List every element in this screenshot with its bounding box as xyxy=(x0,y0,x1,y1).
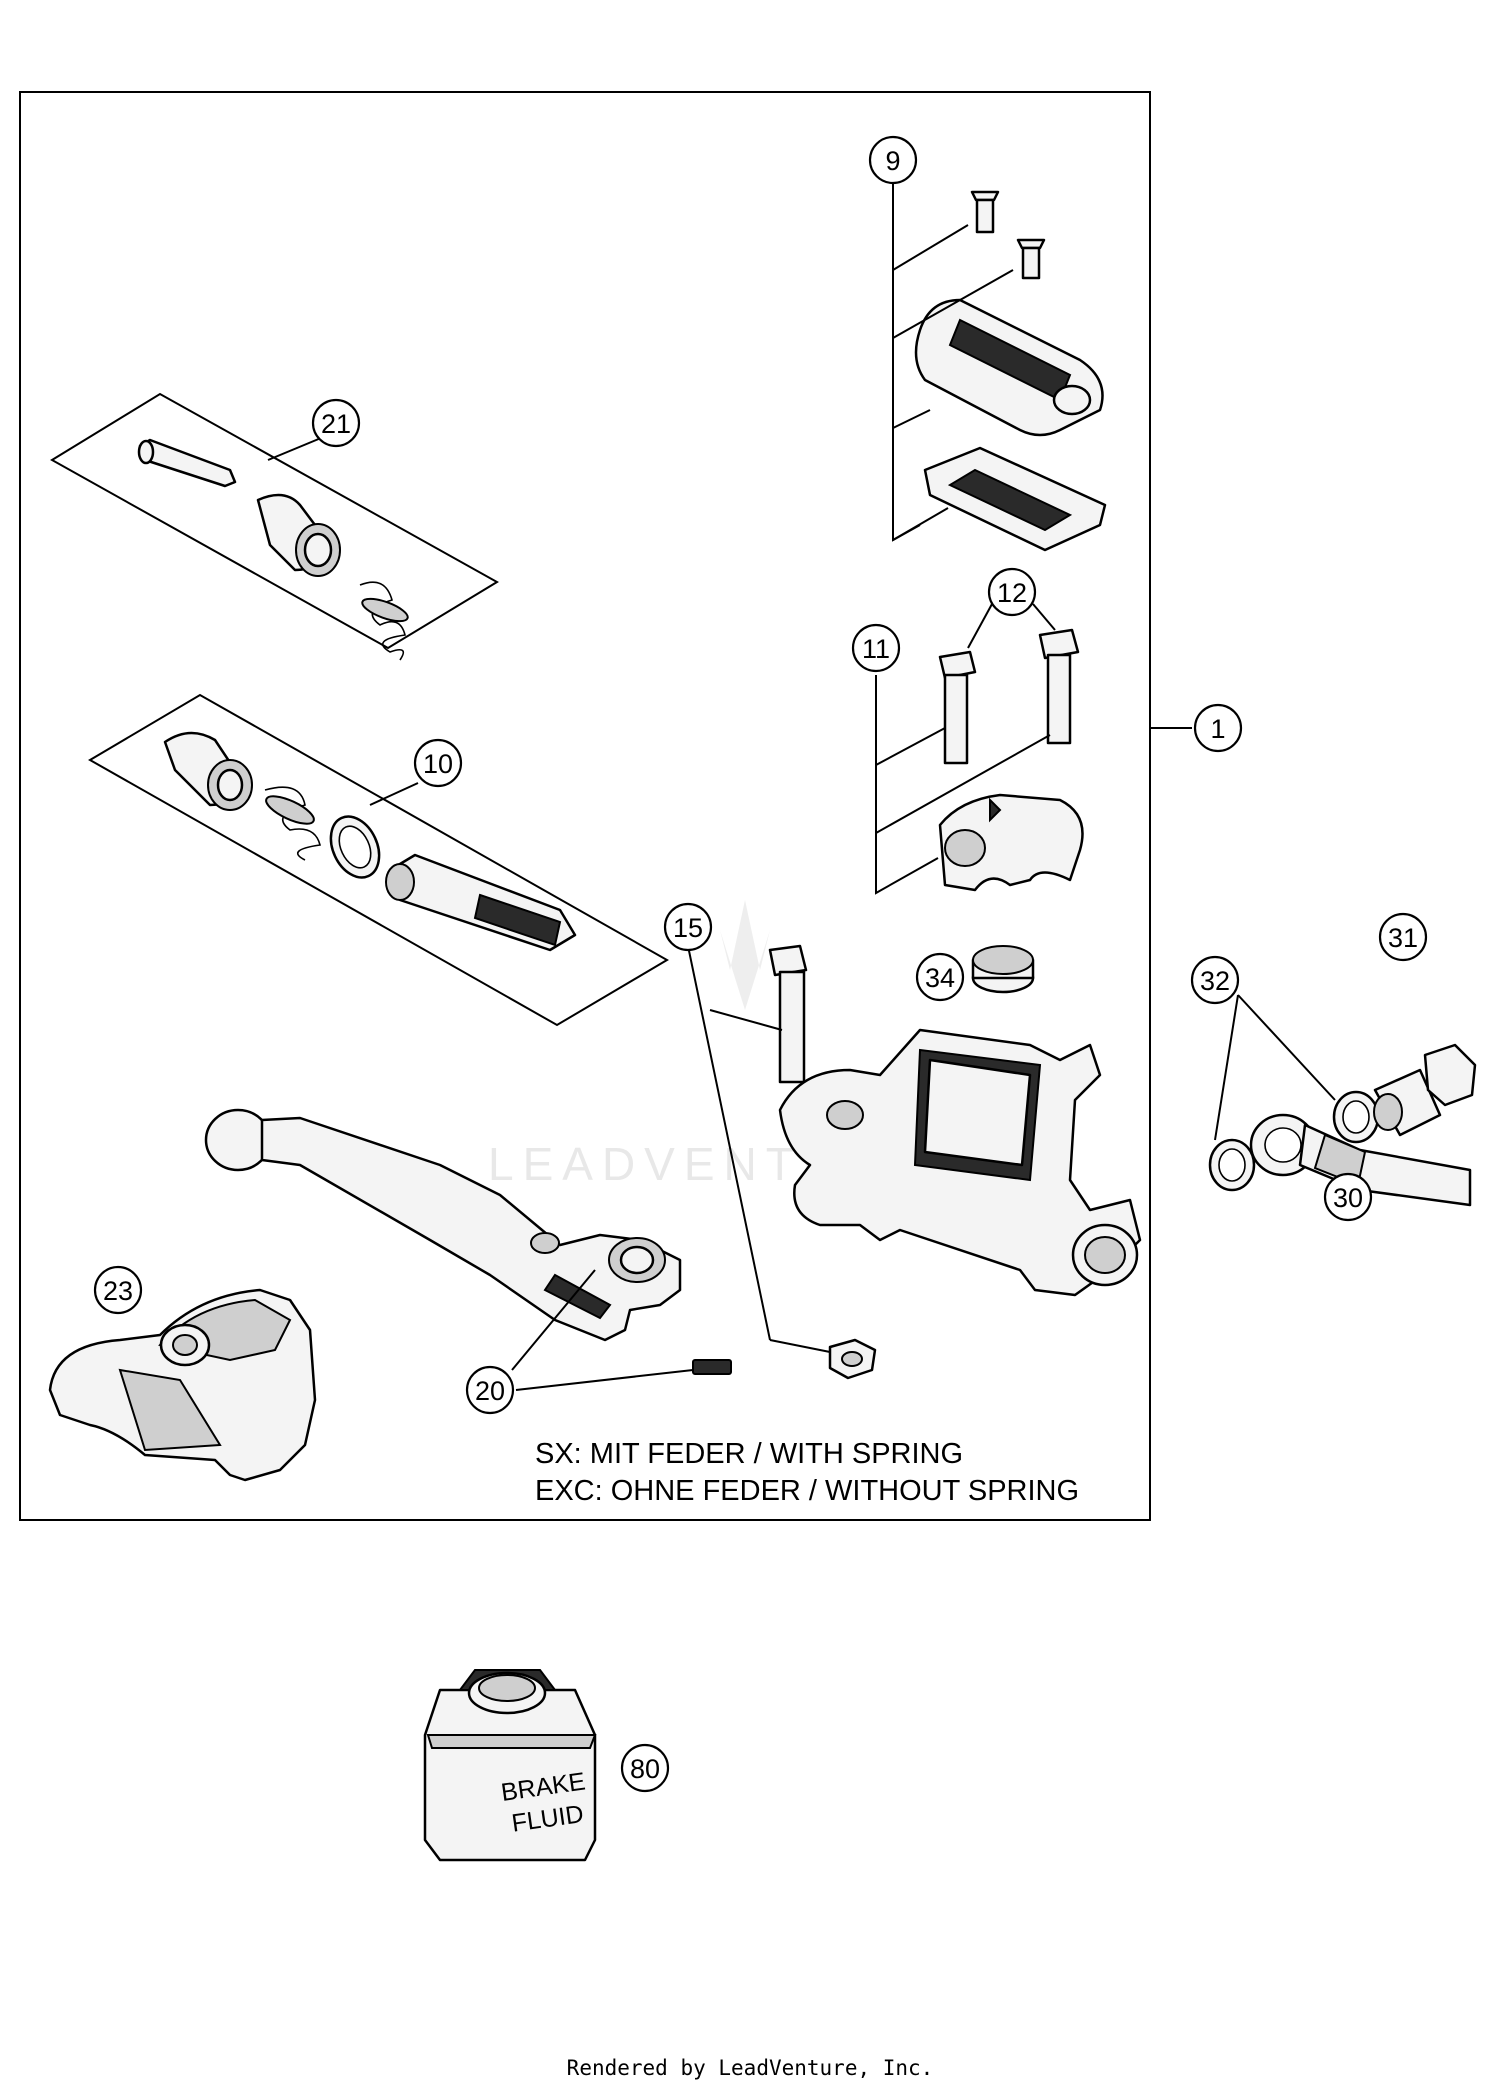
master-cylinder-cover-part xyxy=(48,1288,317,1482)
lever-spring-part xyxy=(692,1359,732,1375)
callout-21: 21 xyxy=(311,398,361,448)
callout-11: 11 xyxy=(851,623,901,673)
reservoir-membrane-part xyxy=(923,446,1107,552)
callout-32-label: 32 xyxy=(1200,966,1230,996)
callout-15: 15 xyxy=(663,902,713,952)
callout-20-label: 20 xyxy=(475,1376,505,1406)
callout-34-label: 34 xyxy=(925,963,955,993)
footer-credit: Rendered by LeadVenture, Inc. xyxy=(567,2056,934,2080)
banjo-washers-part xyxy=(1208,1090,1380,1192)
assembly-frame xyxy=(19,91,1151,1521)
bleed-plug-part xyxy=(971,945,1035,994)
master-cylinder-body-part xyxy=(778,1028,1142,1297)
callout-30-label: 30 xyxy=(1333,1183,1363,1213)
callout-11-label: 11 xyxy=(862,634,890,664)
callout-30: 30 xyxy=(1323,1172,1373,1222)
callout-23: 23 xyxy=(93,1265,143,1315)
brake-fluid-bottle-part: BRAKE FLUID xyxy=(423,1669,597,1862)
kit-10-piston-kit xyxy=(88,693,669,1027)
brake-lever-part xyxy=(204,1108,682,1342)
callout-9-label: 9 xyxy=(885,146,900,176)
leader-lines xyxy=(267,183,1336,1391)
callout-32: 32 xyxy=(1190,955,1240,1005)
callout-10: 10 xyxy=(413,738,463,788)
callout-1-label: 1 xyxy=(1210,714,1225,744)
note-line-2: EXC: OHNE FEDER / WITHOUT SPRING xyxy=(535,1475,1079,1507)
callout-1: 1 xyxy=(1193,703,1243,753)
callout-10-label: 10 xyxy=(423,749,453,779)
callout-31-label: 31 xyxy=(1388,923,1418,953)
piston-part xyxy=(385,853,577,952)
callout-80-label: 80 xyxy=(630,1754,660,1784)
pushrod-part xyxy=(137,438,237,488)
brake-hose-part xyxy=(1249,1113,1472,1207)
clamp-bolt-left-part xyxy=(938,650,977,765)
reservoir-cap-part xyxy=(914,298,1104,437)
piston-cup-part xyxy=(256,493,341,577)
callout-31: 31 xyxy=(1378,912,1428,962)
callout-34: 34 xyxy=(915,952,965,1002)
pivot-nut-part xyxy=(828,1338,877,1380)
handlebar-clamp-part xyxy=(938,793,1084,892)
callout-80: 80 xyxy=(620,1743,670,1793)
pivot-bolt-part xyxy=(768,944,808,1084)
callout-21-label: 21 xyxy=(321,409,351,439)
callout-23-label: 23 xyxy=(103,1276,133,1306)
kit-21-piston-seal-spring xyxy=(50,392,499,661)
return-spring-part xyxy=(359,581,409,661)
callout-15-label: 15 xyxy=(673,913,703,943)
banjo-bolt-part xyxy=(1373,1043,1477,1137)
callout-9: 9 xyxy=(868,135,918,185)
callout-12-label: 12 xyxy=(997,578,1027,608)
callout-12: 12 xyxy=(987,567,1037,617)
callout-20: 20 xyxy=(465,1365,515,1415)
clamp-bolt-right-part xyxy=(1038,628,1080,745)
cup-10-part xyxy=(163,731,253,811)
spring-10-part xyxy=(264,786,321,861)
circlip-part xyxy=(329,815,381,879)
cap-screws-part xyxy=(970,190,1046,280)
note-line-1: SX: MIT FEDER / WITH SPRING xyxy=(535,1438,963,1470)
